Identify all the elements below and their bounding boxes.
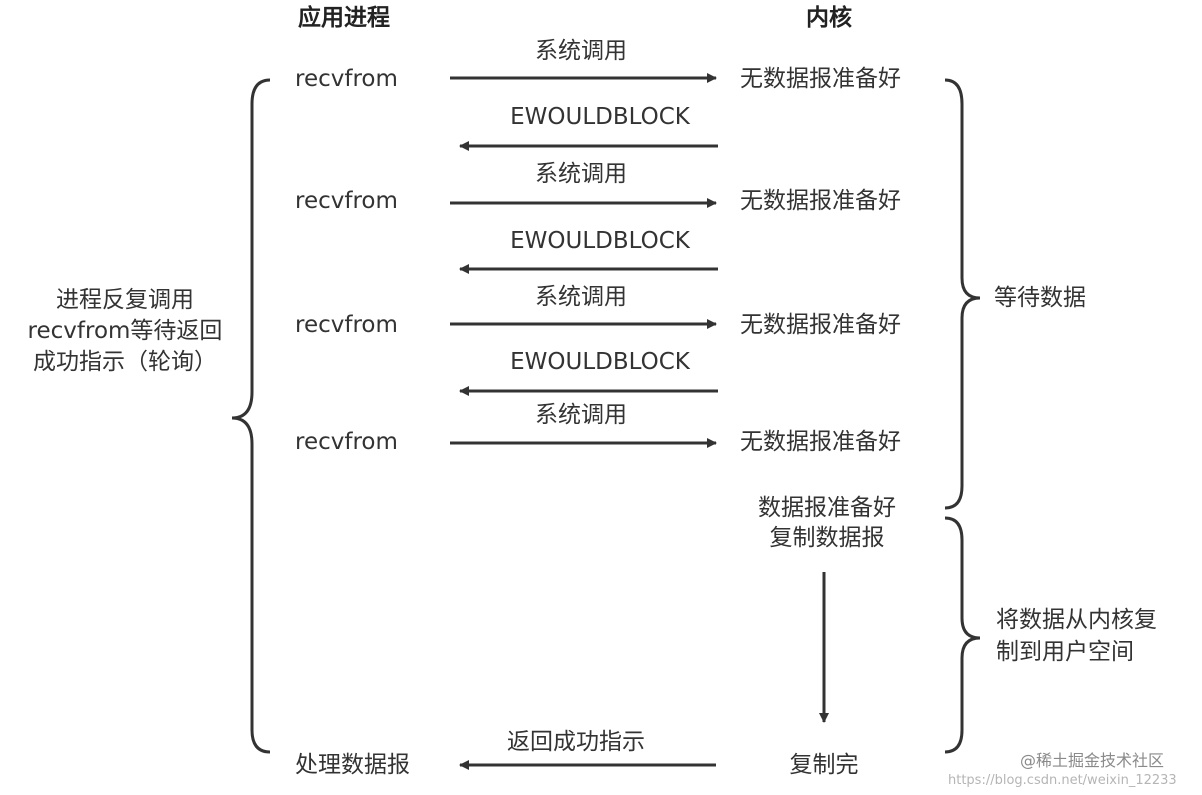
- app-process-header: 应用进程: [298, 5, 390, 31]
- syscall-label: 系统调用: [535, 161, 627, 187]
- right-brace-wait: [944, 78, 981, 510]
- no-datagram-label: 无数据报准备好: [740, 312, 901, 338]
- no-datagram-label: 无数据报准备好: [740, 188, 901, 214]
- recvfrom-label: recvfrom: [295, 429, 398, 455]
- process-datagram-label: 处理数据报: [295, 752, 410, 778]
- recvfrom-label: recvfrom: [295, 312, 398, 338]
- copy-done-label: 复制完: [789, 752, 859, 778]
- syscall-label: 系统调用: [535, 38, 627, 64]
- ewouldblock-label: EWOULDBLOCK: [510, 349, 690, 375]
- polling-note: 进程反复调用 recvfrom等待返回 成功指示（轮询）: [27, 287, 223, 375]
- waiting-for-data-label: 等待数据: [994, 285, 1086, 311]
- syscall-label: 系统调用: [535, 284, 627, 310]
- watermark-url: https://blog.csdn.net/weixin_12233: [948, 773, 1177, 788]
- copy-to-user-space-label: 将数据从内核复 制到用户空间: [996, 607, 1157, 665]
- no-datagram-label: 无数据报准备好: [740, 66, 901, 92]
- syscall-label: 系统调用: [535, 402, 627, 428]
- right-brace-copy: [944, 516, 981, 754]
- recvfrom-label: recvfrom: [295, 66, 398, 92]
- ewouldblock-label: EWOULDBLOCK: [510, 104, 690, 130]
- datagram-ready-label: 数据报准备好 复制数据报: [758, 495, 896, 551]
- ewouldblock-label: EWOULDBLOCK: [510, 228, 690, 254]
- return-success-label: 返回成功指示: [507, 729, 645, 755]
- kernel-header: 内核: [806, 5, 852, 31]
- no-datagram-label: 无数据报准备好: [740, 429, 901, 455]
- watermark-brand: @稀土掘金技术社区: [1020, 751, 1165, 770]
- recvfrom-label: recvfrom: [295, 188, 398, 214]
- left-brace: [231, 78, 271, 754]
